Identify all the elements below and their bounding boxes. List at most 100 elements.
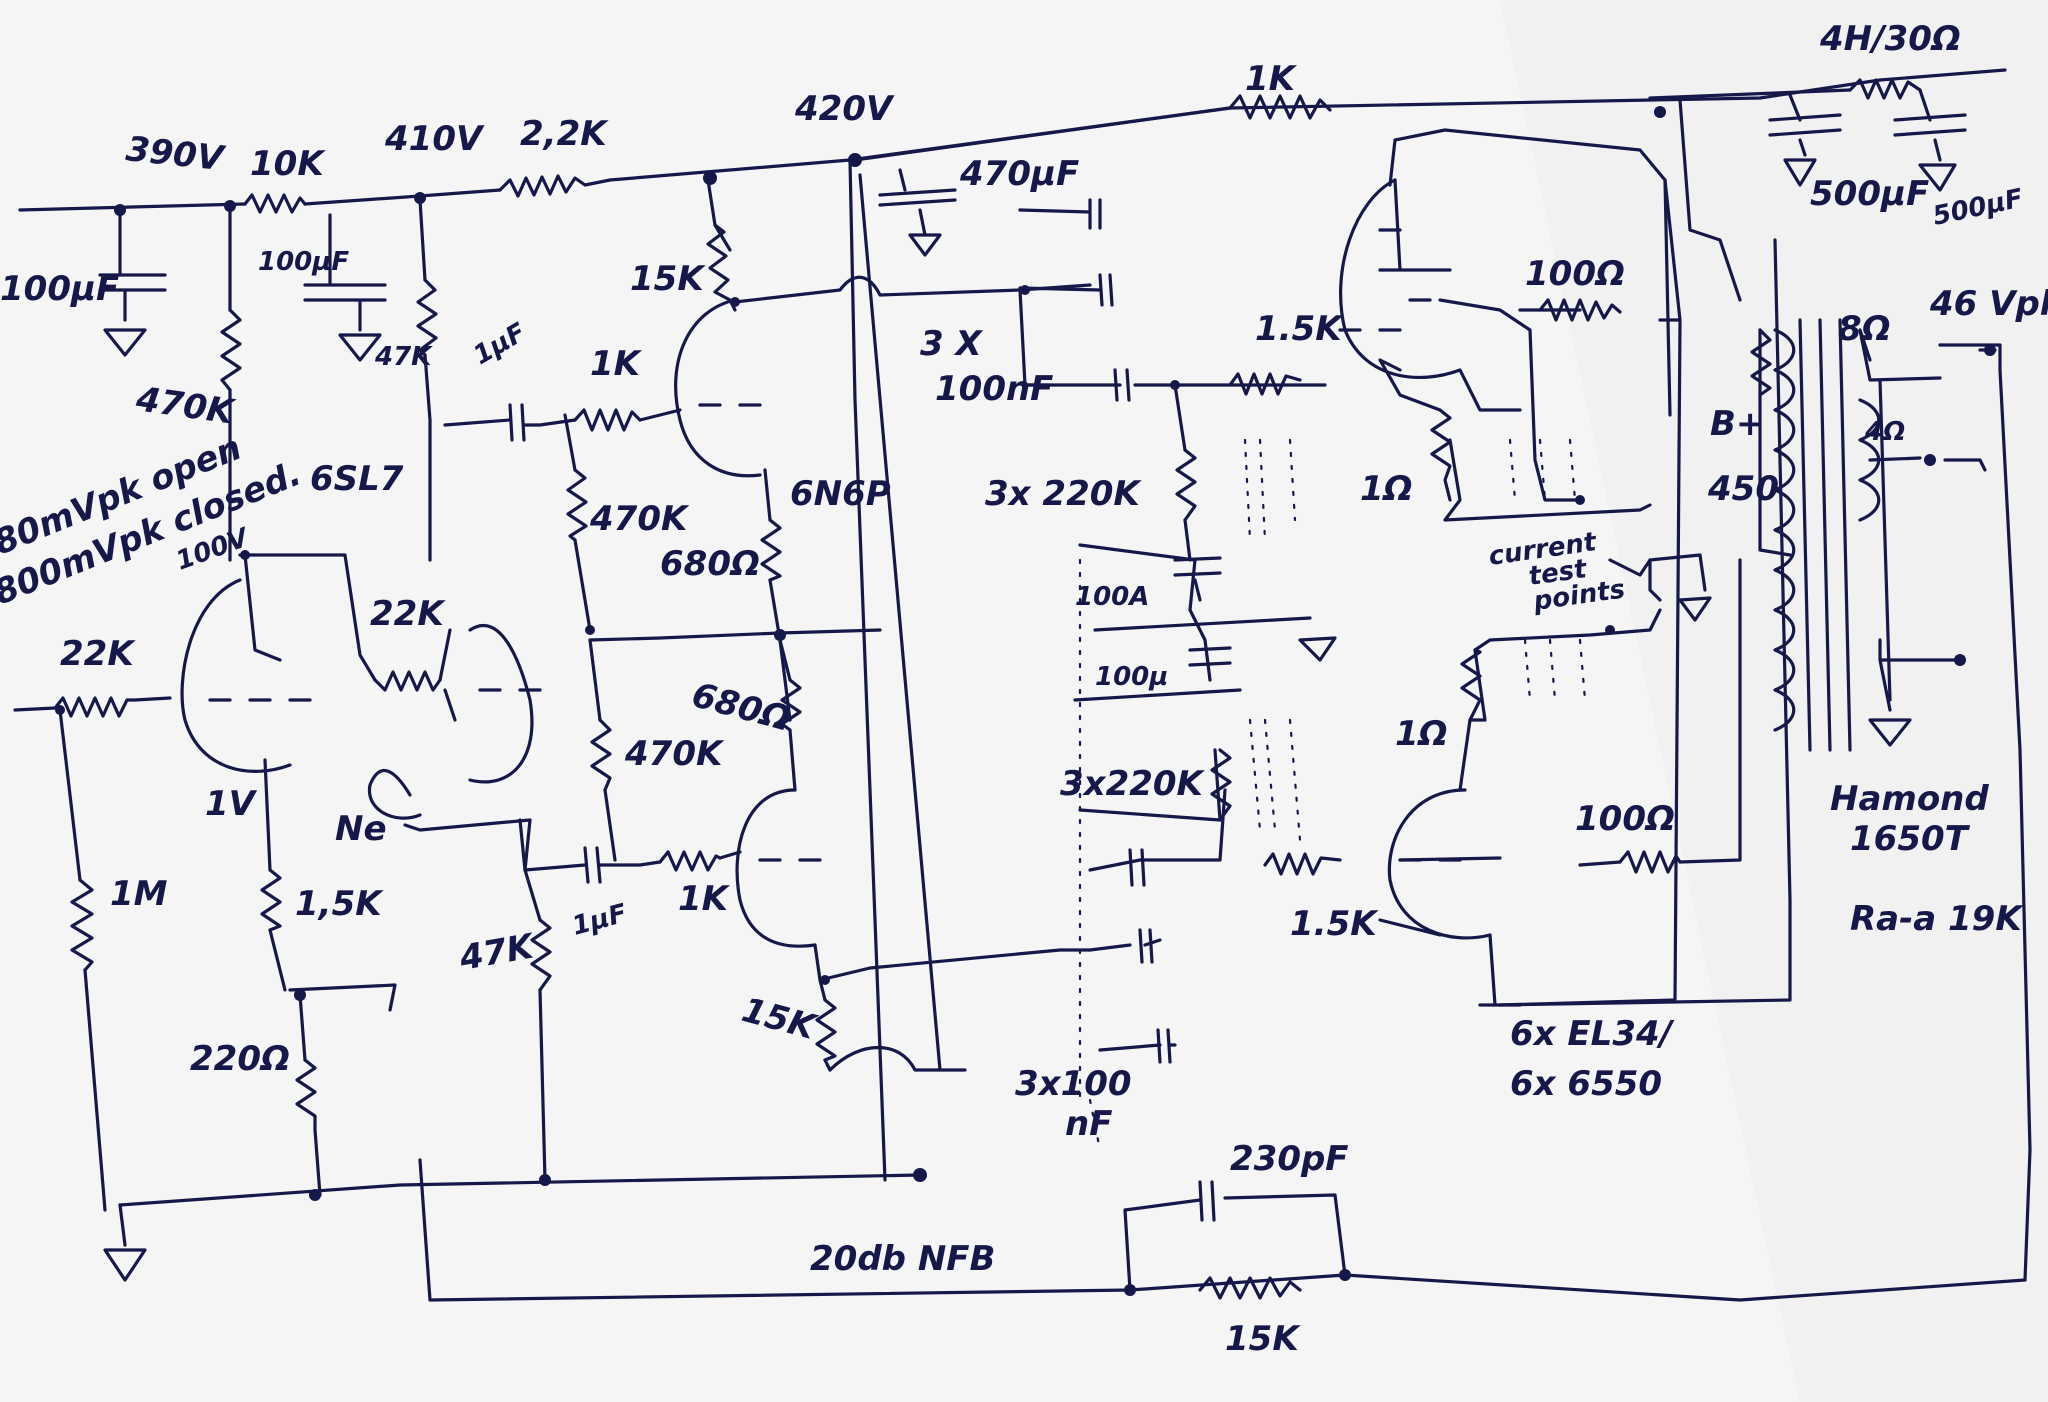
label-100-top: 100Ω [1525,254,1625,294]
label-6n6p: 6N6P [790,474,891,514]
label-15k-fb: 15K [1225,1319,1301,1359]
resistor-1m [70,878,94,972]
capacitor-low-row3 [1156,1028,1172,1064]
resistor-22k-mid [373,670,442,692]
wires [13,68,2032,1302]
resistor-100-top [1538,298,1622,322]
resistor-15k-fb [1198,1276,1302,1300]
label-220ohm: 220Ω [190,1039,290,1079]
label-1v: 1V [205,784,258,824]
resistor-1ohm-top [1430,408,1452,502]
capacitors [508,198,1232,1222]
label-3x100-low: 3x100 [1015,1064,1132,1104]
label-3x220k-low: 3x220K [1060,764,1206,804]
label-15k-top: 15K [630,259,706,299]
label-100a: 100A [1075,582,1149,612]
junction-dots [55,106,1996,1296]
capacitor-100nF-row2 [1018,273,1114,307]
label-22k-mid: 22K [370,594,446,634]
label-choke: 4H/30Ω [1819,19,1961,59]
capacitor-low-row1 [1128,848,1146,887]
resistor-470k [220,308,242,392]
label-1ohm-low: 1Ω [1395,714,1448,754]
dashed-lines [1078,438,1587,1152]
label-6sl7: 6SL7 [310,459,404,499]
resistor-15k-low [815,998,837,1062]
capacitor-1uF-low [583,846,602,884]
resistor-2-2k [498,174,612,198]
capacitor-100nF-row3 [1113,368,1131,402]
capacitor-low-row2 [1138,928,1154,964]
transformer-winding [1773,328,1796,732]
label-22k-in: 22K [60,634,136,674]
label-1ohm-top: 1Ω [1360,469,1413,509]
resistor-1ohm-low [1460,648,1482,722]
resistor-220 [295,1058,317,1132]
label-2-2k: 2,2K [520,114,609,154]
resistor-470k-low [590,718,612,792]
label-420v: 420V [794,89,895,129]
resistor-1-5k-top [1228,372,1302,396]
resistor-15k-top [706,223,732,302]
label-46vpk: 46 Vpk [1929,284,2048,324]
label-4ohm: 4Ω [1864,417,1905,447]
paper-shade [1500,0,2048,1402]
label-1m: 1M [110,874,168,914]
label-230pf: 230pF [1230,1139,1349,1179]
label-10k: 10K [250,144,326,184]
resistor-3x220k-top [1175,448,1197,522]
label-500uF-1: 500µF [1810,174,1929,214]
label-100uF-2: 100µF [258,247,349,277]
label-6x-el34: 6x EL34/ [1510,1014,1675,1054]
resistor-1-5k-cath [260,868,282,932]
resistor-680-1 [760,518,782,582]
label-100u-mid: 100µ [1095,662,1168,692]
label-3x-top: 3 X [920,324,983,364]
resistor-1k-mid [573,408,642,432]
label-450: 450 [1707,469,1779,509]
label-470k-mid: 470K [589,499,690,539]
label-1-5k-cath: 1,5K [295,884,384,924]
capacitor-100nF-row1 [1018,198,1102,230]
label-47k-top: 47K [374,342,433,372]
label-100-low: 100Ω [1575,799,1675,839]
capacitor-100A [1173,556,1222,602]
tube-internals [208,228,1462,862]
label-470k-low: 470K [624,734,725,774]
resistor-1k-top [1228,94,1332,120]
capacitor-100u-mid [1188,646,1232,667]
label-raa: Ra-a 19K [1850,899,2024,939]
label-410v: 410V [384,119,485,159]
resistor-1-5k-low [1263,852,1342,876]
label-1-5k-low: 1.5K [1290,904,1379,944]
label-6x-6550: 6x 6550 [1510,1064,1662,1104]
capacitor-230pF [1198,1180,1216,1222]
resistor-680-2 [780,678,802,732]
label-20db-nfb: 20db NFB [810,1239,995,1279]
label-1650t: 1650T [1850,819,1971,859]
resistor-1k-low [658,850,722,872]
resistor-450 [1750,328,1772,397]
capacitor-1uF-top [508,403,526,442]
resistor-100-low [1618,850,1682,874]
resistor-470k-mid [566,468,588,542]
label-1k-low: 1K [678,879,731,919]
label-1k-mid: 1K [590,344,643,384]
label-bplus: B+ [1710,404,1764,444]
resistor-3x220k-low [1210,748,1232,822]
label-100nF-top: 100nF [935,369,1053,409]
resistor-10k [243,193,307,214]
label-3x220k-top: 3x 220K [985,474,1142,514]
resistors [53,78,1922,1300]
resistor-22k-in [53,696,137,718]
label-1k-top: 1K [1245,59,1298,99]
label-100uF-left: 100µF [0,269,119,309]
label-1-5k-top: 1.5K [1255,309,1344,349]
label-470uF: 470µF [959,154,1079,194]
resistor-47k-low [530,918,552,992]
label-hamond: Hamond [1830,779,1989,819]
label-ne: Ne [335,809,387,849]
label-680-1: 680Ω [660,544,760,584]
